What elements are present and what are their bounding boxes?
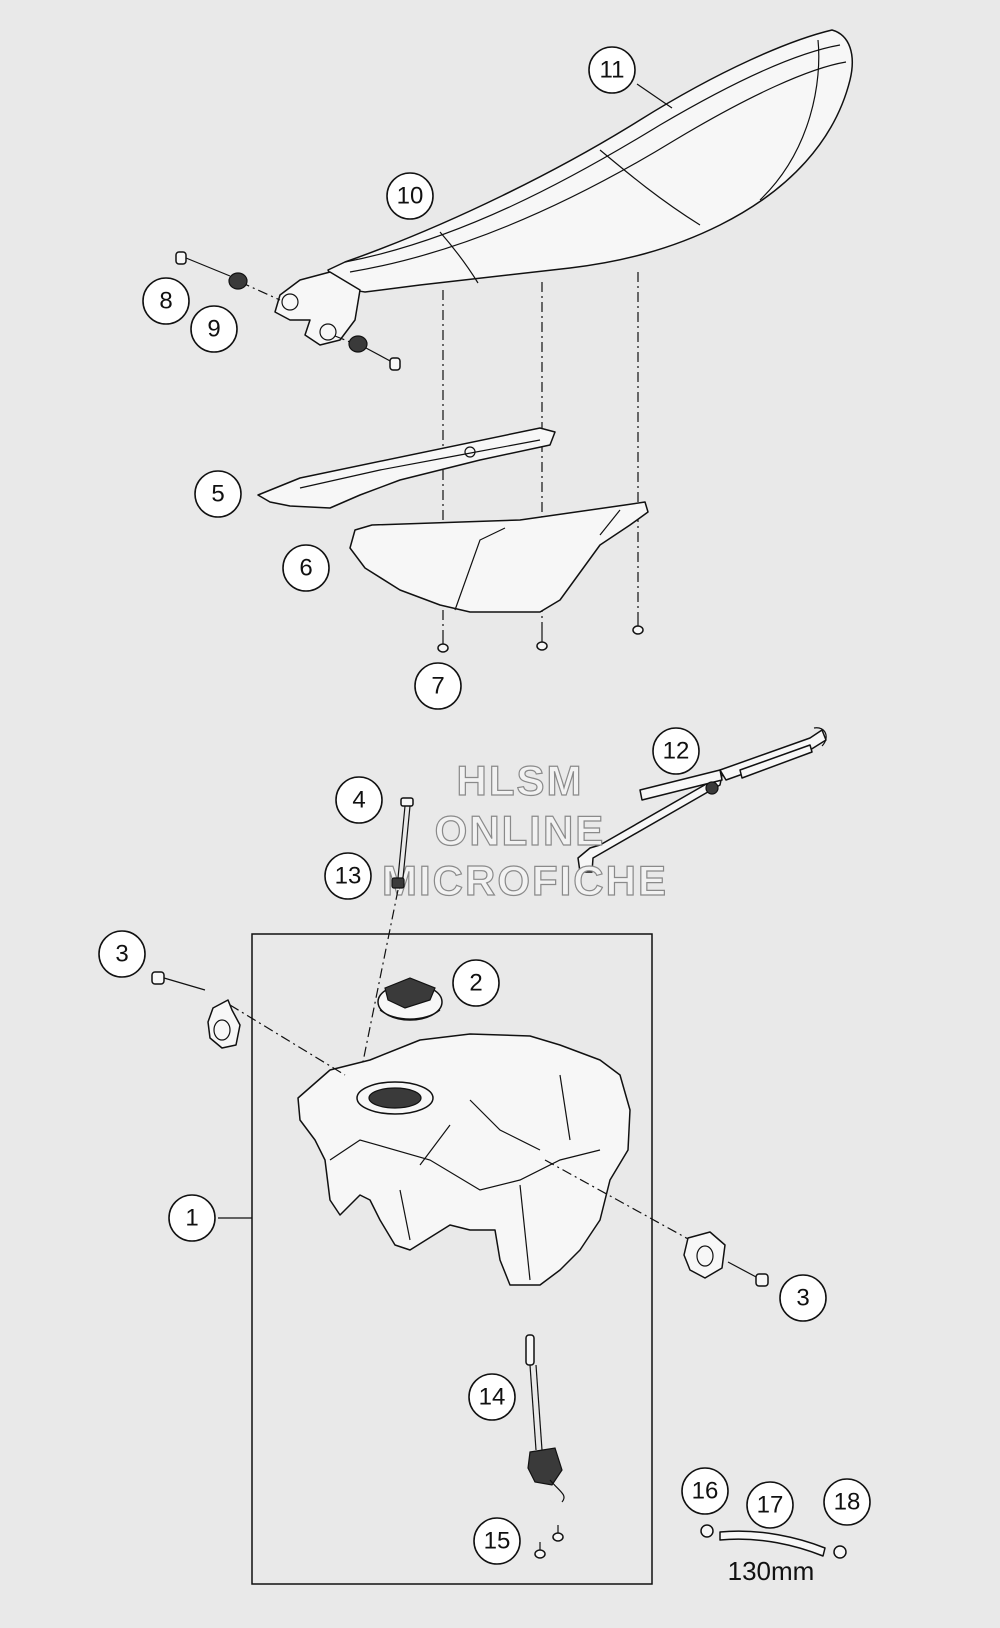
callout-circle [142, 277, 190, 325]
callout-1: 1 [168, 1194, 216, 1242]
callout-circle [652, 727, 700, 775]
seat-bracket [274, 271, 361, 346]
side-cover-right [349, 501, 649, 613]
tank-mount-left [151, 971, 346, 1076]
callout-circle [194, 470, 242, 518]
screw [536, 628, 548, 651]
watermark-line-2: ONLINE [435, 807, 606, 854]
callout-circle [324, 852, 372, 900]
callout-number: 3 [115, 941, 128, 968]
callout-15: 15 [473, 1517, 521, 1565]
callout-circle [468, 1373, 516, 1421]
fuel-petcock [525, 1334, 565, 1503]
callout-13: 13 [324, 852, 372, 900]
callout-9: 9 [190, 305, 238, 353]
callout-circle [168, 1194, 216, 1242]
callout-5: 5 [194, 470, 242, 518]
callout-number: 2 [469, 970, 482, 997]
callout-number: 10 [397, 183, 424, 210]
screw [437, 630, 449, 653]
callout-circle [98, 930, 146, 978]
callout-number: 13 [335, 863, 362, 890]
callout-number: 6 [299, 555, 312, 582]
callout-number: 4 [352, 787, 365, 814]
callout-6: 6 [282, 544, 330, 592]
watermark-line-1: HLSM [457, 757, 584, 804]
watermark-line-3: MICROFICHE [382, 857, 668, 904]
callout-leader [636, 83, 673, 109]
callout-8: 8 [142, 277, 190, 325]
watermark: HLSM ONLINE MICROFICHE [381, 756, 668, 904]
hose-clamp [833, 1545, 847, 1559]
callout-circle [335, 776, 383, 824]
hose-clamp [700, 1524, 714, 1538]
seat-bolt-lower [334, 335, 401, 371]
callout-number: 9 [207, 316, 220, 343]
fuel-tank [297, 1033, 631, 1286]
callout-17: 17 [746, 1481, 794, 1529]
callout-number: 7 [431, 673, 444, 700]
callout-number: 16 [692, 1478, 719, 1505]
callout-12: 12 [652, 727, 700, 775]
callout-18: 18 [823, 1478, 871, 1526]
screw [552, 1525, 564, 1542]
seat-bolt-upper [175, 251, 281, 301]
callout-3: 3 [779, 1274, 827, 1322]
callout-circle [588, 46, 636, 94]
breather-hose [577, 727, 827, 873]
callout-circle [386, 172, 434, 220]
callout-3: 3 [98, 930, 146, 978]
callout-circle [746, 1481, 794, 1529]
callout-circle [414, 662, 462, 710]
callout-circle [190, 305, 238, 353]
callout-14: 14 [468, 1373, 516, 1421]
fuel-hose [719, 1530, 826, 1557]
callout-number: 15 [484, 1528, 511, 1555]
callout-number: 12 [663, 738, 690, 765]
callout-number: 14 [479, 1384, 506, 1411]
callout-number: 17 [757, 1492, 784, 1519]
callout-16: 16 [681, 1467, 729, 1515]
callout-7: 7 [414, 662, 462, 710]
tank-kit-frame [251, 933, 653, 1585]
callout-circle [282, 544, 330, 592]
side-cover-left [257, 427, 556, 509]
callout-circle [681, 1467, 729, 1515]
fuel-cap [377, 977, 443, 1021]
callout-2: 2 [452, 959, 500, 1007]
callout-number: 5 [211, 481, 224, 508]
callout-number: 11 [600, 57, 625, 84]
seat [327, 29, 853, 293]
callout-11: 11 [588, 46, 636, 94]
callout-4: 4 [335, 776, 383, 824]
callout-number: 18 [834, 1489, 861, 1516]
callout-10: 10 [386, 172, 434, 220]
screw [534, 1542, 546, 1559]
hose-length-label: 130mm [728, 1556, 815, 1586]
callout-number: 8 [159, 288, 172, 315]
screw [632, 615, 644, 635]
callout-circle [779, 1274, 827, 1322]
callout-circle [473, 1517, 521, 1565]
callout-number: 3 [796, 1285, 809, 1312]
tank-mount-right [544, 1159, 769, 1287]
callout-circle [823, 1478, 871, 1526]
callout-number: 1 [185, 1205, 198, 1232]
callout-circle [452, 959, 500, 1007]
